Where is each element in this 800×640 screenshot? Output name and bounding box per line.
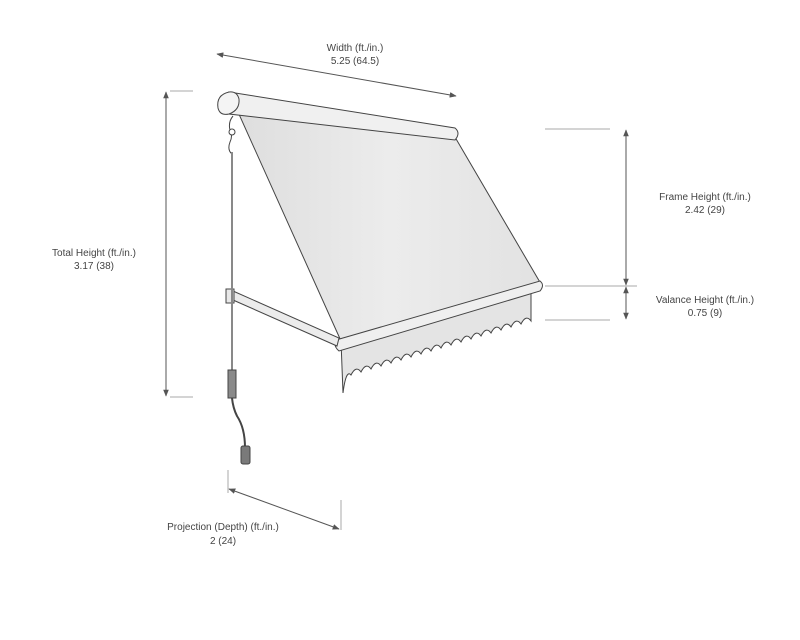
frame-height-value: 2.42 (29) xyxy=(685,205,725,216)
projection-value: 2 (24) xyxy=(210,536,236,547)
crank-handle xyxy=(240,445,251,465)
awning-illustration xyxy=(217,91,543,465)
dimension-width: Width (ft./in.) 5.25 (64.5) xyxy=(216,43,457,98)
width-value: 5.25 (64.5) xyxy=(331,56,379,67)
crank-bend xyxy=(231,397,246,449)
width-dimension-line xyxy=(216,52,457,98)
dimension-frame-height: Frame Height (ft./in.) 2.42 (29) xyxy=(545,128,751,287)
awning-valance xyxy=(340,285,532,394)
dimension-valance-height: Valance Height (ft./in.) 0.75 (9) xyxy=(545,286,754,321)
total-height-label: Total Height (ft./in.) xyxy=(52,248,136,259)
total-height-value: 3.17 (38) xyxy=(74,261,114,272)
frame-height-label: Frame Height (ft./in.) xyxy=(659,192,751,203)
dimension-total-height: Total Height (ft./in.) 3.17 (38) xyxy=(52,90,193,398)
roller-tube xyxy=(228,91,459,141)
valance-height-value: 0.75 (9) xyxy=(688,308,722,319)
crank-hook xyxy=(228,115,234,155)
wall-bracket xyxy=(225,288,235,304)
projection-dimension-line xyxy=(228,488,340,530)
valance-height-label: Valance Height (ft./in.) xyxy=(656,295,754,306)
crank-sleeve xyxy=(227,369,237,399)
dimension-projection: Projection (Depth) (ft./in.) 2 (24) xyxy=(167,470,342,547)
crank-eyelet xyxy=(228,128,236,136)
projection-label: Projection (Depth) (ft./in.) xyxy=(167,522,279,533)
width-label: Width (ft./in.) xyxy=(327,43,384,54)
